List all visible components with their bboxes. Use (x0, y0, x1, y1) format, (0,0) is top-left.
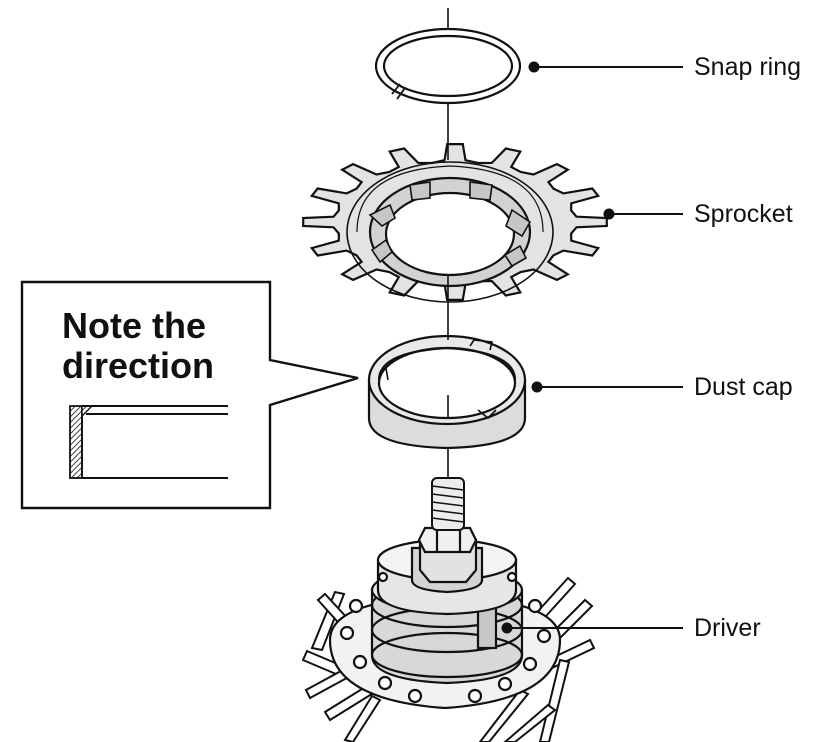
note-line-2: direction (62, 345, 215, 386)
driver-label: Driver (694, 614, 761, 642)
dust-cap-cross-section (69, 405, 228, 479)
note-line-1: Note the (62, 305, 206, 346)
dust-cap (367, 334, 527, 450)
snap-ring (374, 27, 522, 105)
sprocket (302, 143, 608, 303)
dust-cap-label: Dust cap (694, 373, 793, 401)
axle (431, 477, 465, 531)
leader-lines (501, 61, 683, 634)
driver-body (370, 526, 524, 685)
snap-ring-label: Snap ring (694, 53, 802, 81)
sprocket-label: Sprocket (694, 200, 793, 228)
note-callout (20, 280, 359, 510)
note-title: Note the direction (62, 306, 262, 386)
